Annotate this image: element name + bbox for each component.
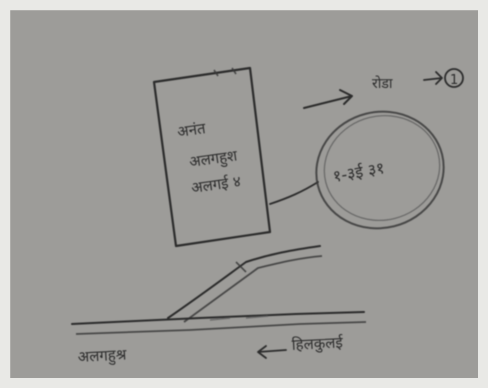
top-right-label: रोडा [372,75,393,92]
main-road-dashes [209,315,269,321]
right-arrow [303,89,353,109]
sketch-oval-inner [323,114,441,222]
sketch-box [152,66,272,248]
diagonal-road-lower [183,255,323,323]
box-line-2: अलगहुश [188,146,239,172]
circled-number: 1 [450,73,458,88]
box-top-marks [213,67,237,77]
box-to-oval-connector [269,181,319,205]
main-road-top [71,311,365,325]
bottom-left-label: अलगहुश्र [77,345,127,367]
bottom-left-arrow [257,345,287,359]
top-right-arrow [423,71,443,85]
road-junction-mark [235,261,247,273]
circled-number-ring [444,68,464,88]
box-line-1: अनंत [176,119,207,141]
diagonal-road-upper [167,245,321,319]
main-road-bottom [75,321,367,335]
sketch-oval [315,110,445,230]
box-line-3: अलगई ४ [190,172,242,197]
bottom-right-label: हिलकुलई [291,333,344,355]
oval-text: १-३ई ३१ [331,158,386,186]
